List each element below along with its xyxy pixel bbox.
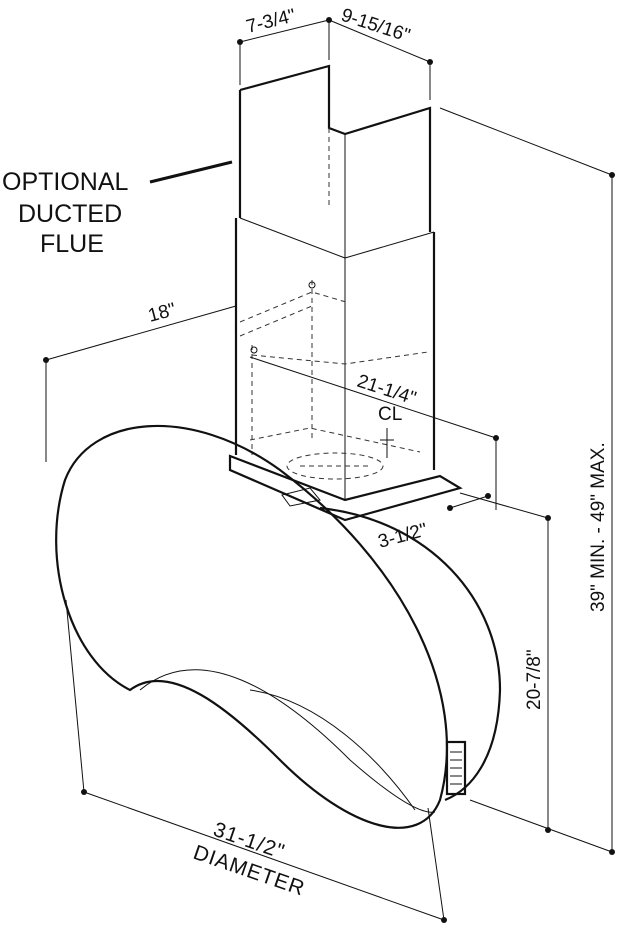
hidden-duct-2 <box>239 305 313 337</box>
hood-crescent <box>139 669 436 813</box>
callout-line-3: FLUE <box>40 230 104 258</box>
label-total-height: 39" MIN. - 49" MAX. <box>588 442 609 612</box>
hood-crescent-inner <box>249 689 416 811</box>
dimension-lines <box>43 17 615 923</box>
dim-hood-depth-line <box>45 305 237 361</box>
lower-flue-top-right <box>344 231 435 259</box>
hidden-duct-3 <box>251 351 429 365</box>
hood-shell-edge <box>319 506 502 802</box>
hood-slot <box>281 487 321 507</box>
callout-leader <box>149 160 233 184</box>
callout-line-1: OPTIONAL <box>2 168 129 196</box>
lower-flue-top-left <box>239 217 346 259</box>
screw-2 <box>250 346 258 354</box>
label-flue-width: 9-15/16" <box>338 5 412 47</box>
hidden-duct-1 <box>239 291 347 323</box>
dim-diameter-line <box>83 791 445 921</box>
hidden-duct-6 <box>249 427 421 453</box>
upper-flue-top-edge <box>239 64 432 232</box>
flue-base-plate <box>228 454 463 522</box>
label-centerline: CL <box>378 404 402 425</box>
dim-flue-depth-line <box>239 19 330 43</box>
label-hood-height: 20-7/8" <box>524 649 545 710</box>
duct-opening <box>286 452 384 480</box>
hood-body <box>55 424 502 829</box>
dim-flue-offset-line <box>449 495 489 509</box>
callout-line-2: DUCTED <box>18 200 122 228</box>
hood-front-disc <box>55 424 448 829</box>
control-panel <box>445 740 467 796</box>
label-flue-depth: 7-3/4" <box>244 5 298 37</box>
dim-flue-center-line <box>249 356 497 439</box>
label-hood-depth: 18" <box>146 299 178 327</box>
dim-flue-width-line <box>328 19 431 63</box>
control-buttons <box>450 751 462 785</box>
screw-1 <box>308 281 316 289</box>
ducted-flue <box>228 64 463 522</box>
